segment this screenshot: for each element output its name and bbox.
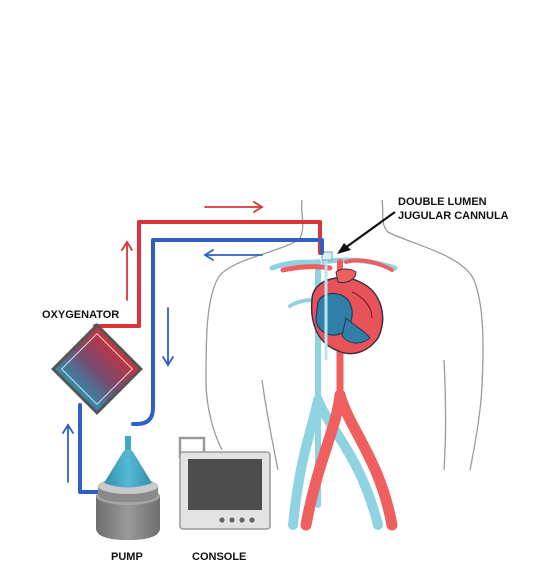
flow-arrows xyxy=(62,201,264,483)
pump-to-oxygenator-line xyxy=(78,403,102,494)
pump-label: PUMP xyxy=(111,551,143,563)
cannula-pointer-arrow xyxy=(337,211,396,254)
arrow-up-icon xyxy=(121,240,133,301)
arrow-left-icon xyxy=(203,249,263,261)
console-label: CONSOLE xyxy=(192,551,246,563)
cannula-label-line1: DOUBLE LUMEN xyxy=(398,196,487,208)
cannula-label-line2: JUGULAR CANNULA xyxy=(398,210,509,222)
heart xyxy=(310,268,384,355)
oxygenator xyxy=(51,323,143,415)
oxygenator-label: OXYGENATOR xyxy=(42,309,119,321)
double-lumen-cannula xyxy=(321,251,333,360)
console xyxy=(178,436,271,530)
arrow-right-icon xyxy=(204,201,264,213)
arrow-down-icon xyxy=(162,307,174,367)
pump xyxy=(96,436,160,540)
arrow-up-icon xyxy=(62,423,74,483)
patient-body-outline xyxy=(205,199,484,471)
deoxygenated-drainage-line xyxy=(131,238,324,426)
